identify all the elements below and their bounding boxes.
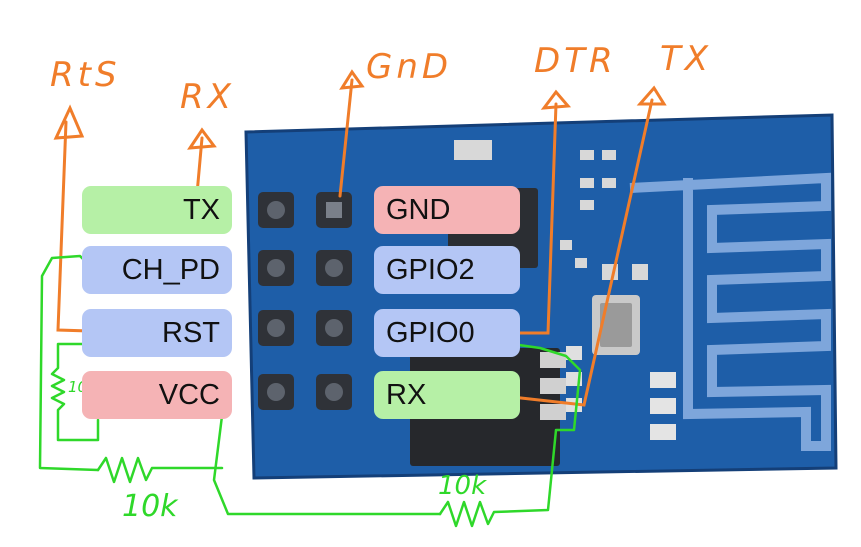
tx-arrow (636, 85, 667, 106)
annotation-res-bottom-left: 10k (122, 489, 179, 524)
resistor-rst (50, 342, 100, 442)
tx-wire (510, 98, 654, 407)
annotation-dtr: DTR (534, 41, 617, 81)
esp01-board (244, 113, 838, 480)
vcc-wire (212, 414, 442, 516)
annotation-gnd: GnD (366, 47, 452, 87)
label-ch-pd: CH_PD (82, 246, 232, 294)
label-vcc: VCC (82, 371, 232, 419)
header-pins (258, 192, 352, 410)
smd-cap (454, 140, 492, 160)
label-rst: RST (82, 309, 232, 357)
dtr-arrow (540, 89, 572, 110)
rx-arrow (187, 127, 217, 150)
resistor-bottom-left (96, 456, 224, 484)
label-gpio2: GPIO2 (374, 246, 520, 294)
label-gpio0: GPIO0 (374, 309, 520, 357)
rts-arrow (53, 104, 85, 140)
annotation-tx: TX (660, 39, 712, 79)
gnd-arrow (339, 69, 365, 90)
label-gnd: GND (374, 186, 520, 234)
annotation-res-bottom-right: 10k (438, 471, 487, 501)
annotation-rx: RX (180, 77, 235, 117)
gnd-wire (338, 78, 354, 198)
label-rx: RX (374, 371, 520, 419)
dtr-wire (508, 102, 558, 335)
annotation-rts: RtS (50, 55, 121, 95)
antenna-trace (629, 172, 831, 451)
label-tx: TX (82, 186, 232, 234)
resistor-bottom-right (438, 342, 582, 528)
green-wires (38, 254, 582, 528)
